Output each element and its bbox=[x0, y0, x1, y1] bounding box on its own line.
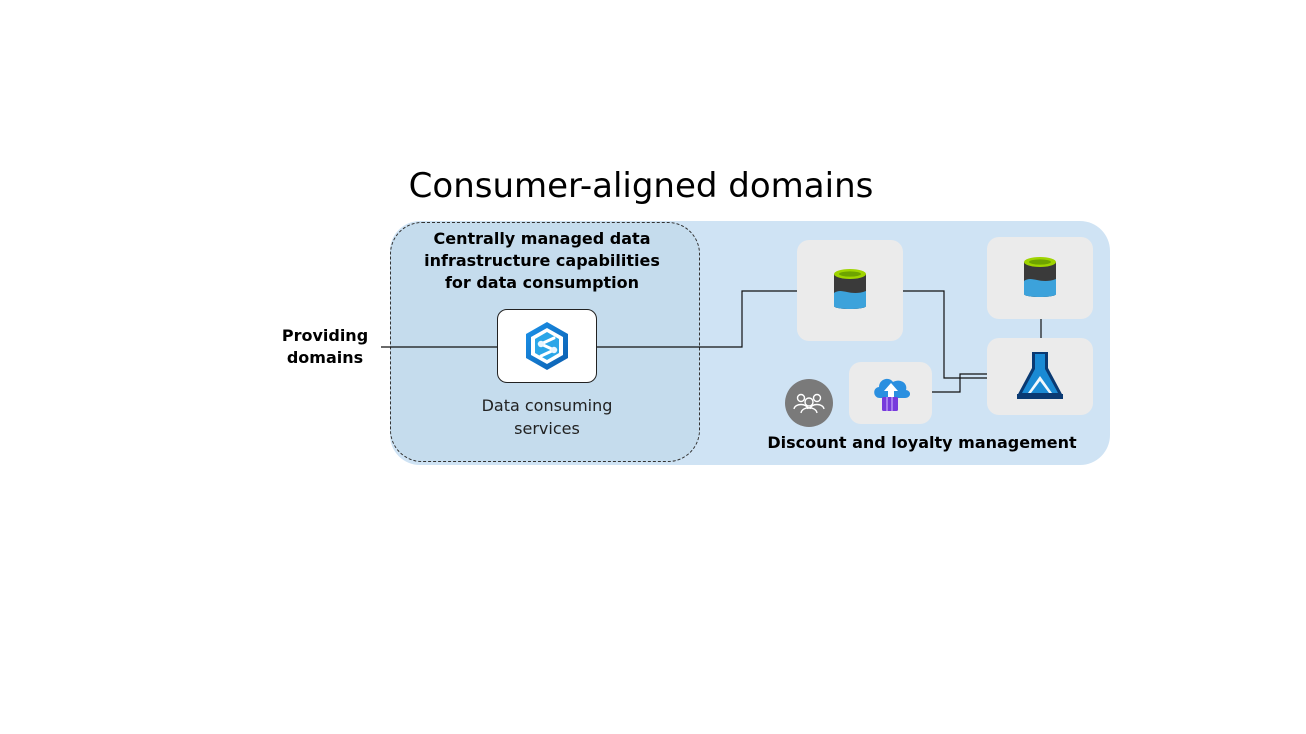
providing-domains-line-1: Providing bbox=[281, 326, 369, 345]
infrastructure-title: Centrally managed data infrastructure ca… bbox=[400, 228, 684, 294]
data-consuming-services-card[interactable] bbox=[497, 309, 597, 383]
connector-registry-to-ml bbox=[932, 373, 988, 393]
machine-learning-tile[interactable] bbox=[987, 338, 1093, 415]
infrastructure-title-line-2: infrastructure capabilities bbox=[424, 251, 660, 270]
users-icon bbox=[785, 379, 833, 427]
database-tile-1[interactable] bbox=[797, 240, 903, 341]
data-consuming-services-line-2: services bbox=[514, 419, 580, 438]
data-consuming-services-line-1: Data consuming bbox=[481, 396, 613, 415]
providing-domains-label: Providing domains bbox=[270, 325, 380, 369]
data-consuming-services-label: Data consuming services bbox=[462, 394, 632, 440]
connector-database-to-ml bbox=[903, 290, 988, 379]
container-registry-tile[interactable] bbox=[849, 362, 932, 424]
connector-services-to-database bbox=[597, 290, 797, 348]
sql-database-icon bbox=[834, 269, 866, 309]
diagram-title: Consumer-aligned domains bbox=[408, 166, 874, 206]
domain-name-label: Discount and loyalty management bbox=[767, 433, 1077, 452]
infrastructure-title-line-3: for data consumption bbox=[444, 273, 640, 292]
synapse-analytics-icon bbox=[526, 322, 568, 370]
sql-database-icon bbox=[1024, 257, 1056, 297]
infrastructure-title-line-1: Centrally managed data bbox=[433, 229, 651, 248]
database-tile-2[interactable] bbox=[987, 237, 1093, 319]
infrastructure-boundary bbox=[390, 222, 700, 462]
providing-domains-line-2: domains bbox=[286, 348, 364, 367]
container-registry-icon bbox=[874, 378, 911, 411]
machine-learning-icon bbox=[1017, 352, 1063, 399]
